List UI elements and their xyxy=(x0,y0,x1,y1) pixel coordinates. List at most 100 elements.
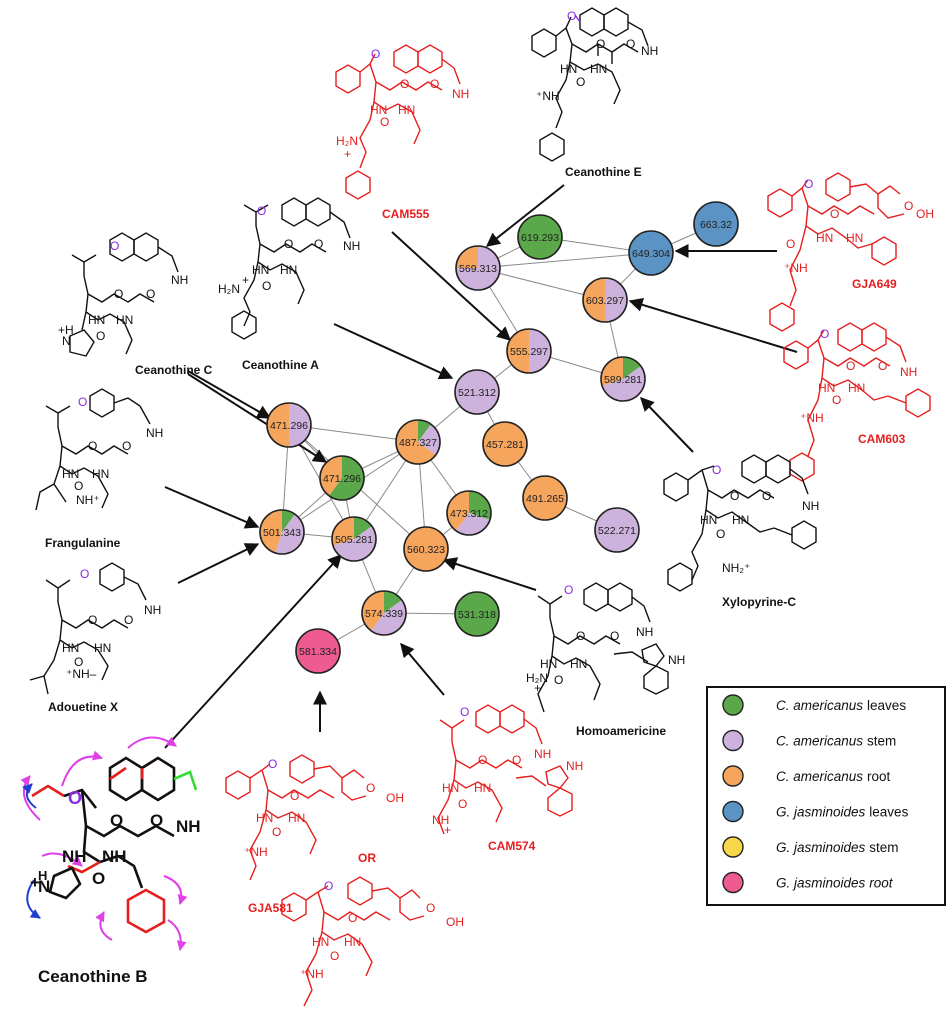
svg-text:O: O xyxy=(626,37,635,51)
legend-part: stem xyxy=(869,840,898,855)
network-node: 473.312 xyxy=(446,490,492,536)
node-label: 521.312 xyxy=(458,387,496,399)
label-cam555: CAM555 xyxy=(382,207,430,221)
node-slice xyxy=(518,215,562,259)
svg-text:H₂N: H₂N xyxy=(526,671,548,685)
node-outline xyxy=(517,214,563,260)
svg-text:O: O xyxy=(314,237,323,251)
node-label: 574.339 xyxy=(365,608,403,620)
structure-ceanothine-b-atoms: O NH NH NH O O O + N H xyxy=(30,788,201,896)
svg-text:O: O xyxy=(284,237,293,251)
svg-text:O: O xyxy=(846,359,855,373)
svg-text:NH: NH xyxy=(802,499,819,513)
svg-text:⁺NH: ⁺NH xyxy=(784,261,808,275)
structure-homoamericine xyxy=(537,582,669,713)
label-or: OR xyxy=(358,851,376,865)
node-slice xyxy=(529,329,551,373)
svg-text:O: O xyxy=(458,797,467,811)
svg-text:NH₂⁺: NH₂⁺ xyxy=(722,561,750,575)
structure-homoamericine-atoms: O NH HN HN O O O H₂N + NH xyxy=(526,583,685,695)
legend-swatch xyxy=(722,765,744,787)
network-node: 522.271 xyxy=(594,507,640,553)
svg-text:NH⁺: NH⁺ xyxy=(76,493,100,507)
legend-genus: G. jasminoides xyxy=(776,840,866,855)
legend-genus: G. jasminoides xyxy=(776,805,866,820)
arrow-ceanothine-c-2 xyxy=(187,373,328,463)
arrow-homoamericine xyxy=(442,557,537,591)
svg-text:O: O xyxy=(576,629,585,643)
structure-ceanothine-b xyxy=(31,756,198,934)
network-node: 491.265 xyxy=(522,475,568,521)
svg-text:HN: HN xyxy=(442,781,459,795)
svg-text:O: O xyxy=(380,115,389,129)
node-slice xyxy=(282,510,295,532)
node-slice xyxy=(507,329,529,373)
svg-text:⁺NH: ⁺NH xyxy=(300,967,324,981)
legend-swatch xyxy=(722,729,744,752)
structure-gja581-isomer xyxy=(281,876,425,1007)
svg-text:NH: NH xyxy=(62,847,87,866)
node-slice xyxy=(523,476,567,520)
network-node: 663.32 xyxy=(693,201,739,247)
svg-text:⁺NH: ⁺NH xyxy=(800,411,824,425)
label-cam574: CAM574 xyxy=(488,839,536,853)
node-outline xyxy=(295,628,341,674)
arrow-frangulanine xyxy=(164,486,260,529)
node-outline xyxy=(331,516,377,562)
network-node: 521.312 xyxy=(454,369,500,415)
network-node: 471.296 xyxy=(319,455,365,501)
svg-text:HN: HN xyxy=(88,313,105,327)
network-node: 531.318 xyxy=(454,591,500,637)
node-slice xyxy=(629,231,673,275)
svg-text:HN: HN xyxy=(92,467,109,481)
node-outline xyxy=(594,507,640,553)
svg-text:O: O xyxy=(554,673,563,687)
node-label: 589.281 xyxy=(604,374,642,386)
svg-text:HN: HN xyxy=(62,641,79,655)
structure-frangulanine xyxy=(35,388,151,511)
node-label: 473.312 xyxy=(450,508,488,520)
svg-text:O: O xyxy=(324,879,333,893)
legend-part: leaves xyxy=(869,805,908,820)
svg-text:O: O xyxy=(124,613,133,627)
svg-text:O: O xyxy=(832,393,841,407)
svg-text:O: O xyxy=(478,753,487,767)
svg-text:O: O xyxy=(146,287,155,301)
svg-text:O: O xyxy=(110,239,119,253)
svg-text:H: H xyxy=(38,868,47,883)
svg-text:HN: HN xyxy=(280,263,297,277)
structure-ceanothine-a-atoms: O NH HN HN O O O H₂N + xyxy=(218,204,360,296)
svg-text:O: O xyxy=(426,901,435,915)
network-node: 487.327 xyxy=(395,419,441,465)
legend-part: leaves xyxy=(867,698,906,713)
node-outline xyxy=(446,490,492,536)
arrow-cam555 xyxy=(391,231,512,341)
node-outline xyxy=(600,356,646,402)
label-gja649: GJA649 xyxy=(852,277,897,291)
structure-cam603-atoms: O NH HN HN O O O ⁺NH xyxy=(800,327,917,425)
svg-text:NH: NH xyxy=(566,759,583,773)
node-slice xyxy=(456,513,490,536)
node-outline xyxy=(455,245,501,291)
svg-text:O: O xyxy=(92,869,105,888)
node-outline xyxy=(506,328,552,374)
node-slice xyxy=(275,514,304,554)
svg-text:O: O xyxy=(88,613,97,627)
svg-text:O: O xyxy=(564,583,573,597)
node-label: 603.297 xyxy=(586,295,624,307)
legend-genus: C. americanus xyxy=(776,769,863,784)
label-ceanothine-e: Ceanothine E xyxy=(565,165,642,179)
node-label: 501.343 xyxy=(263,527,301,539)
network-node: 560.323 xyxy=(403,526,449,572)
svg-text:O: O xyxy=(430,77,439,91)
svg-text:O: O xyxy=(576,75,585,89)
structure-gja581-atoms: O OH O HN HN O O ⁺NH xyxy=(244,757,404,859)
svg-text:N: N xyxy=(62,334,71,348)
svg-text:O: O xyxy=(371,47,380,61)
node-slice xyxy=(418,420,431,442)
node-slice xyxy=(320,456,342,496)
structure-frangulanine-atoms: O NH HN HN O O O NH⁺ xyxy=(62,395,163,507)
node-slice xyxy=(483,422,527,466)
